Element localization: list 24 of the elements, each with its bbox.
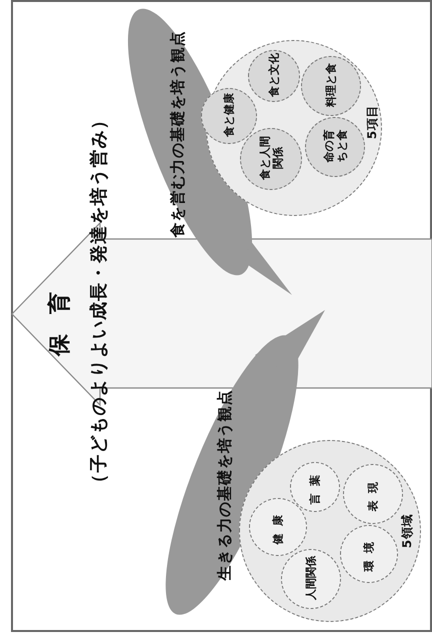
topic-circle — [249, 498, 307, 556]
topic-circle — [248, 50, 300, 102]
topic-label: 表現 — [368, 474, 380, 512]
count-label: 5項目 — [366, 104, 380, 140]
count-label: 5領域 — [401, 514, 415, 548]
topic-label: 言葉 — [310, 467, 322, 505]
topic-label: 人間関係 — [306, 556, 318, 600]
topic-circle — [290, 462, 340, 512]
topic-circle — [240, 128, 302, 190]
topic-label: 食と人間関係 — [259, 135, 285, 182]
topic-label: 食と文化 — [268, 53, 282, 97]
topic-label: 環境 — [364, 534, 376, 572]
topic-label: 命の育ちと食 — [323, 128, 349, 164]
topic-label: 健康 — [272, 507, 286, 545]
topic-circle — [305, 117, 365, 177]
topic-circle — [201, 88, 257, 144]
arrow-title: 保育 — [47, 272, 73, 356]
topic-circle — [281, 549, 341, 609]
viewpoint-text: 食を営む力の基礎を培う観点 — [169, 30, 187, 238]
subtitle-text: （子どものよりよい成長・発達を培う営み） — [90, 110, 110, 492]
topic-label: 料理と食 — [326, 63, 338, 107]
viewpoint-text: 生きる力の基礎を培う観点 — [216, 390, 234, 580]
topic-label: 食と健康 — [224, 93, 236, 137]
topic-circle — [301, 56, 361, 116]
